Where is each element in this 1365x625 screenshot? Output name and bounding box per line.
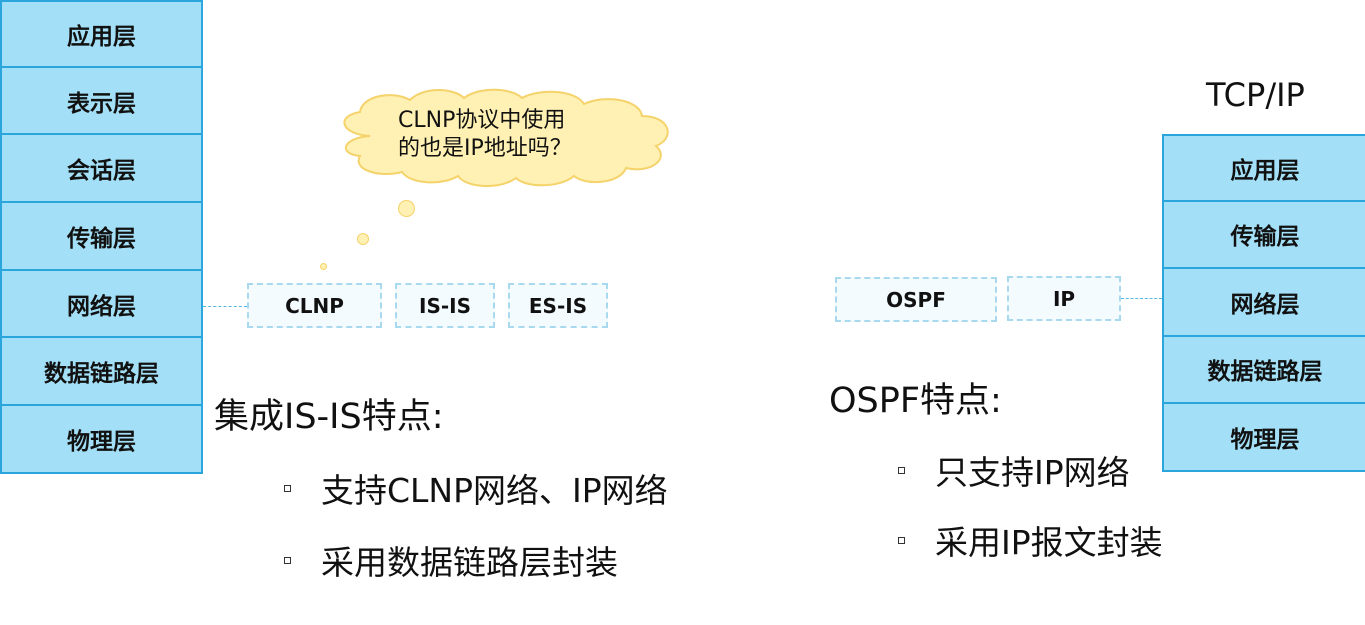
osi-layer-presentation: 表示层 [0, 67, 203, 136]
tcpip-layer-application: 应用层 [1162, 134, 1365, 202]
isis-feature-text: 采用数据链路层封装 [321, 543, 618, 582]
protocol-ip: IP [1007, 276, 1121, 321]
osi-layer-application: 应用层 [0, 0, 203, 68]
osi-layer-datalink: 数据链路层 [0, 338, 203, 407]
ospf-feature-text: 采用IP报文封装 [935, 523, 1163, 562]
isis-feature-item: 支持CLNP网络、IP网络 [284, 464, 668, 512]
osi-layer-session: 会话层 [0, 135, 203, 204]
tcpip-title: TCP/IP [1206, 76, 1305, 114]
thought-line-2: 的也是IP地址吗？ [398, 136, 572, 161]
protocol-clnp: CLNP [247, 283, 382, 328]
thought-bubble-text: CLNP协议中使用 的也是IP地址吗？ [398, 107, 572, 163]
tcpip-layer-network: 网络层 [1162, 269, 1365, 337]
thought-line-1: CLNP协议中使用 [398, 108, 566, 133]
osi-layer-network: 网络层 [0, 270, 203, 339]
protocol-ospf: OSPF [835, 277, 997, 322]
osi-network-connector [203, 306, 247, 307]
tcpip-layer-stack: 应用层 传输层 网络层 数据链路层 物理层 [1162, 134, 1365, 472]
isis-feature-item: 采用数据链路层封装 [284, 536, 618, 584]
ospf-features-heading: OSPF特点: [829, 381, 1002, 421]
thought-cloud [343, 88, 669, 188]
ospf-feature-item: 采用IP报文封装 [898, 516, 1163, 564]
tcpip-network-connector [1121, 298, 1162, 299]
thought-dot-small [320, 263, 327, 270]
bullet-square-icon [284, 556, 291, 564]
protocol-is-is: IS-IS [395, 283, 495, 328]
osi-layer-transport: 传输层 [0, 203, 203, 271]
isis-feature-text: 支持CLNP网络、IP网络 [321, 471, 668, 510]
tcpip-layer-datalink: 数据链路层 [1162, 336, 1365, 404]
tcpip-layer-physical: 物理层 [1162, 404, 1365, 472]
bullet-square-icon [898, 536, 905, 544]
thought-dot-medium [357, 233, 369, 245]
tcpip-layer-transport: 传输层 [1162, 201, 1365, 269]
bullet-square-icon [284, 484, 291, 492]
osi-layer-stack: 应用层 表示层 会话层 传输层 网络层 数据链路层 物理层 [0, 0, 203, 474]
ospf-feature-text: 只支持IP网络 [935, 453, 1130, 492]
osi-layer-physical: 物理层 [0, 406, 203, 474]
ospf-feature-item: 只支持IP网络 [898, 446, 1130, 494]
bullet-square-icon [898, 466, 905, 474]
isis-features-heading: 集成IS-IS特点: [214, 397, 444, 437]
thought-dot-large [398, 200, 415, 217]
protocol-es-is: ES-IS [508, 283, 608, 328]
